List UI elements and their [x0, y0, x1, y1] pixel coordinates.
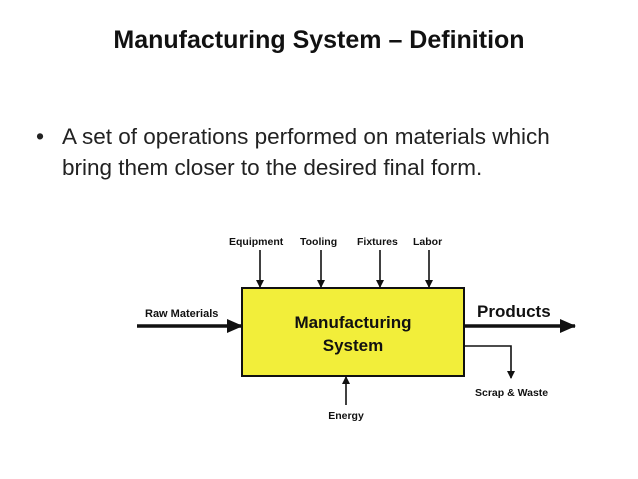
bullet-text: A set of operations performed on materia… [62, 124, 550, 180]
box-label-line1: Manufacturing [294, 313, 411, 332]
input-label-labor: Labor [413, 236, 442, 248]
bullet-marker: • [36, 123, 45, 149]
input-label-raw-materials: Raw Materials [145, 308, 218, 320]
input-label-fixtures: Fixtures [357, 236, 398, 248]
output-label-scrap-waste: Scrap & Waste [475, 387, 548, 399]
slide-title: Manufacturing System – Definition [113, 26, 525, 54]
input-label-tooling: Tooling [300, 236, 337, 248]
scrap-waste-arrow [464, 345, 515, 379]
bullet-item: • A set of operations performed on mater… [36, 121, 596, 183]
manufacturing-system-box [241, 287, 465, 377]
box-label-line2: System [323, 336, 383, 355]
output-label-products: Products [477, 302, 551, 321]
input-label-energy: Energy [328, 410, 364, 422]
input-label-equipment: Equipment [229, 236, 284, 248]
